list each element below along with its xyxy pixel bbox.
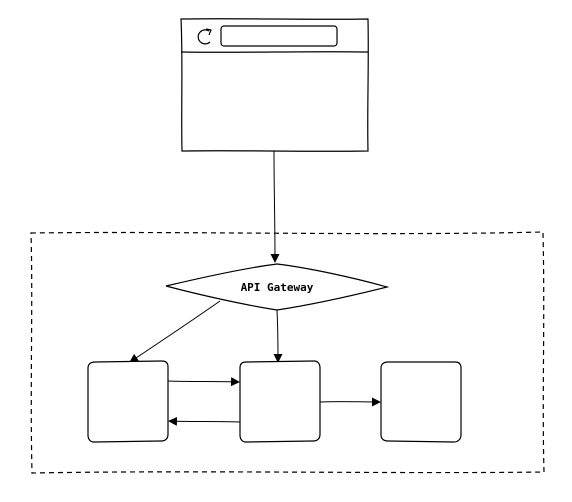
service-box-1 xyxy=(87,360,169,443)
service-box-3 xyxy=(380,361,462,443)
edge-browser-to-gateway xyxy=(270,150,280,263)
edge-service-1-to-service-2 xyxy=(167,377,240,387)
boundary-container xyxy=(30,231,545,474)
edge-gateway-to-service-2 xyxy=(273,309,283,363)
edge-gateway-to-service-1 xyxy=(129,300,221,363)
api-gateway-node: API Gateway xyxy=(165,263,390,311)
api-gateway-label: API Gateway xyxy=(241,281,314,294)
browser-toolbar-divider xyxy=(180,51,369,53)
refresh-icon xyxy=(197,28,212,45)
service-box-2 xyxy=(239,360,321,443)
edge-service-2-to-service-1 xyxy=(168,416,241,426)
browser-window xyxy=(180,18,369,152)
browser-address-bar xyxy=(220,25,338,47)
